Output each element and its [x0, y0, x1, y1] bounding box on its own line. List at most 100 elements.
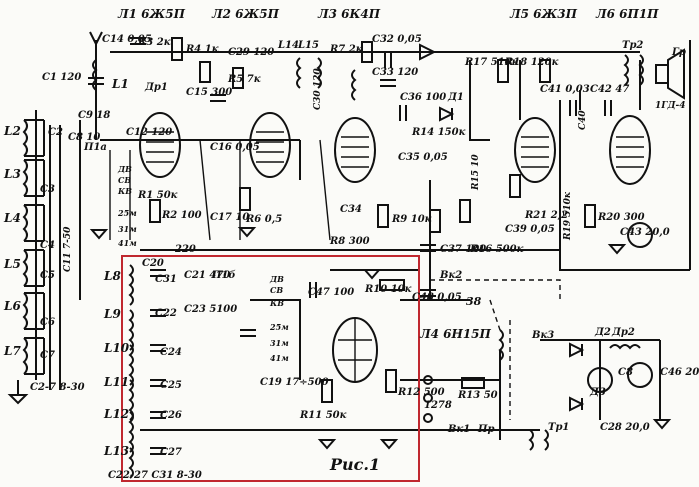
r6-label: R6 0,5 — [245, 214, 282, 225]
capacitor-symbols — [88, 37, 653, 455]
c31-label: C31 — [155, 274, 177, 285]
grounds — [89, 43, 672, 450]
c30-label: C30 120 — [313, 68, 323, 110]
r8-label: R8 300 — [329, 236, 370, 247]
r20-label: R20 300 — [597, 212, 645, 223]
c6-label: C6 — [40, 317, 55, 328]
band-b-31m: 31м — [270, 338, 289, 348]
c25-label: C25 — [160, 380, 182, 391]
resistor-symbols — [149, 37, 596, 403]
c34-label: C34 — [340, 204, 362, 215]
l1-label: L1 — [111, 77, 129, 91]
tube-l2-label: Л2 6Ж5П — [211, 7, 280, 21]
tube-l5-label: Л5 6Ж3П — [509, 7, 578, 21]
tube-l4 — [332, 317, 378, 383]
tube-l5 — [514, 117, 556, 183]
tube-l3 — [334, 117, 376, 183]
band-b-dv: ДВ — [269, 274, 284, 284]
band-a-31m: 31м — [118, 224, 137, 234]
l13-label: L13 — [103, 444, 129, 458]
tube-l1 — [139, 112, 181, 178]
r7-label: R7 2к — [329, 44, 363, 55]
c47-label: C47 100 — [308, 287, 354, 298]
c42-label: C42 47 — [590, 84, 629, 95]
p1a-label: П1а — [83, 142, 107, 153]
figure-caption: Рис.1 — [329, 455, 380, 474]
c2-label: C2 — [48, 127, 63, 138]
c46-label: C46 20,0 — [660, 367, 699, 378]
c22-label: C22 — [155, 308, 177, 319]
c36-label: C36 100 — [400, 92, 446, 103]
pr-label: Пр — [477, 424, 494, 435]
vk1-label: Вк1 — [447, 424, 470, 435]
c23-label: C23 5100 — [184, 304, 237, 315]
r1-label: R1 50к — [137, 190, 178, 201]
c21-label: C21 470 — [184, 270, 230, 281]
c9-label: C9 18 — [78, 110, 110, 121]
c11-label: C11 7-50 — [63, 226, 73, 272]
tube-l2 — [249, 112, 291, 178]
labels: Л1 6Ж5П Л2 6Ж5П Л3 6К4П Л5 6Ж3П Л6 6П1П … — [3, 7, 699, 481]
band-a-dv: ДВ — [117, 164, 132, 174]
r9-label: R9 10к — [391, 214, 432, 225]
c8-label: C8 10 — [68, 132, 100, 143]
r17-label: R17 510к — [464, 57, 519, 68]
tube-l3-label: Л3 6К4П — [317, 7, 381, 21]
c29-label: C29 120 — [228, 47, 274, 58]
c26-label: C26 — [160, 410, 182, 421]
r5-label: R5 7к — [227, 74, 261, 85]
c3-label: C3 — [40, 184, 55, 195]
c43-label: C43 20,0 — [620, 227, 670, 238]
c4-label: C4 — [40, 240, 55, 251]
band-a-25m: 25м — [117, 208, 137, 218]
gr-label: Гр — [671, 47, 686, 58]
c16-label: C16 0,05 — [210, 142, 260, 153]
c12-label: C12 120 — [126, 127, 172, 138]
input-terminals — [423, 375, 433, 423]
r14-label: R14 150к — [411, 127, 466, 138]
c28-label: C28 20,0 — [600, 422, 650, 433]
band-b-25m: 25м — [269, 322, 289, 332]
gd-label: 1ГД-4 — [655, 101, 685, 111]
c40-label: C40 — [578, 110, 588, 130]
p1b-label: П1б — [211, 270, 236, 281]
l2-label: L2 — [3, 124, 21, 138]
r21-label: R21 2,2 — [524, 210, 568, 221]
l11-label: L11 — [103, 375, 129, 389]
r12-label: R12 500 — [397, 387, 445, 398]
c48-label: C48 0,05 — [412, 292, 462, 303]
r2-label: R2 100 — [161, 210, 202, 221]
c15-label: C15 300 — [186, 87, 232, 98]
vk2-label: Вк2 — [439, 270, 462, 281]
c19-label: C19 17÷500 — [260, 377, 329, 388]
band-b-41m: 41м — [270, 353, 289, 363]
tube-l1-label: Л1 6Ж5П — [117, 7, 186, 21]
l6-label: L6 — [3, 299, 21, 313]
r10-label: R10 10к — [364, 284, 412, 295]
inductor-symbols — [92, 54, 644, 479]
band-a-sv: СВ — [118, 175, 131, 185]
c1-label: C1 120 — [42, 72, 81, 83]
tube-l6-label: Л6 6П1П — [595, 7, 659, 21]
c8b-label: C8 — [618, 367, 633, 378]
c7-label: C7 — [40, 350, 55, 361]
c5-label: C5 — [40, 270, 55, 281]
tr1-label: Тр1 — [548, 422, 569, 433]
tr2-label: Тр2 — [622, 40, 643, 51]
d1-label: Д1 — [447, 92, 464, 103]
d2-label: Д2 — [594, 327, 611, 338]
band-b-kv: КВ — [269, 298, 284, 308]
c14-label: C14 0,05 — [102, 34, 152, 45]
band-b-sv: СВ — [270, 285, 283, 295]
highlighted-region — [121, 255, 420, 482]
c17-label: C17 10 — [210, 212, 249, 223]
l12-label: L12 — [103, 407, 129, 421]
l9-label: L9 — [103, 307, 121, 321]
c37-label: C37 100 — [440, 244, 486, 255]
d3-label: Д3 — [589, 387, 606, 398]
speaker-symbol — [655, 48, 685, 100]
r18-label: R18 120к — [504, 57, 559, 68]
v38-label: 38 — [466, 295, 482, 308]
c33-label: C33 120 — [372, 67, 418, 78]
